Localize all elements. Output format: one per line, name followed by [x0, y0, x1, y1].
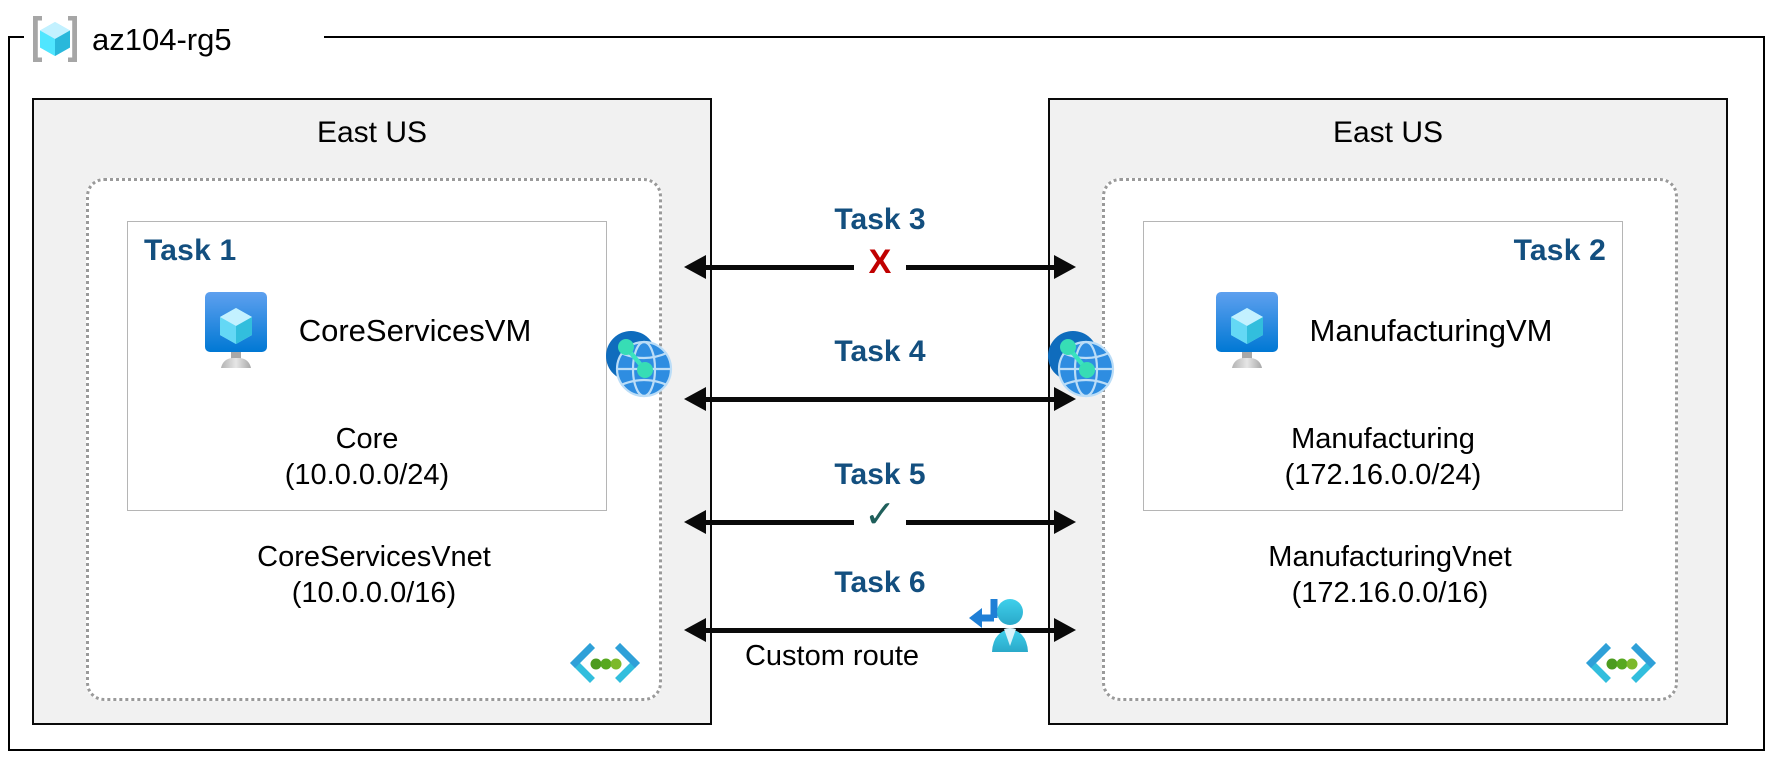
subnet-name-manufacturing: Manufacturing: [1291, 422, 1475, 455]
subnet-name-core: Core: [335, 422, 399, 455]
subnet-code-brackets-icon: [568, 640, 642, 686]
virtual-network-globe-icon: [1040, 323, 1120, 403]
subnet-cidr-manufacturing: (172.16.0.0/24): [1284, 459, 1482, 492]
arrow-head-right: [1054, 618, 1076, 642]
resource-group-name: az104-rg5: [92, 21, 232, 57]
resource-group-frame: [8, 36, 1765, 751]
vnet-name-coreservicesvnet: CoreServicesVnet: [257, 540, 491, 573]
subnet-manufacturing: Task 2 ManufacturingVM: [1143, 221, 1623, 511]
subnet-label-core: Core (10.0.0.0/24): [128, 421, 606, 494]
arrow-line-left: [704, 520, 854, 525]
arrow-line: [704, 628, 1056, 633]
region-title-left: East US: [316, 116, 428, 149]
arrow-head-left: [684, 618, 706, 642]
virtual-network-globe-icon: [598, 323, 678, 403]
connection-label-task6: Task 6: [834, 566, 926, 599]
arrow-head-right: [1054, 387, 1076, 411]
vnet-cidr-coreservicesvnet: (10.0.0.0/16): [291, 577, 457, 610]
vnet-label-manufacturingvnet: ManufacturingVnet (172.16.0.0/16): [1105, 539, 1675, 612]
vnet-label-coreservicesvnet: CoreServicesVnet (10.0.0.0/16): [89, 539, 659, 612]
vm-name-coreservicesvm: CoreServicesVM: [298, 313, 532, 348]
subnet-core: Task 1: [127, 221, 607, 511]
vm-row-manufacturingvm: ManufacturingVM: [1144, 290, 1622, 372]
arrow-head-right: [1054, 510, 1076, 534]
arrow-head-left: [684, 255, 706, 279]
virtual-machine-icon: [203, 290, 281, 372]
arrow-head-left: [684, 387, 706, 411]
arrow-line: [704, 397, 1056, 402]
subnet-cidr-core: (10.0.0.0/24): [284, 459, 450, 492]
arrow-head-left: [684, 510, 706, 534]
vm-row-coreservicesvm: CoreServicesVM: [128, 290, 606, 372]
subnet-code-brackets-icon: [1584, 640, 1658, 686]
arrow-line-left: [704, 265, 854, 270]
connection-sublabel-custom-route: Custom route: [744, 640, 920, 672]
blocked-marker-x: X: [868, 243, 892, 281]
vnet-name-manufacturingvnet: ManufacturingVnet: [1268, 540, 1512, 573]
connection-label-task5: Task 5: [834, 458, 926, 491]
custom-route-user-icon: [966, 594, 1040, 664]
region-card-right: East US Task 2: [1048, 98, 1728, 725]
resource-group-cube-icon: [28, 12, 82, 66]
virtual-machine-icon: [1214, 290, 1292, 372]
task-tag-task1: Task 1: [144, 234, 237, 267]
task-tag-task2: Task 2: [1513, 234, 1606, 267]
connection-label-task3: Task 3: [834, 203, 926, 236]
region-card-left: East US Task 1: [32, 98, 712, 725]
connection-label-task4: Task 4: [834, 335, 926, 368]
resource-group-title: az104-rg5: [28, 12, 232, 66]
vnet-coreservicesvnet: Task 1: [86, 178, 662, 701]
subnet-label-manufacturing: Manufacturing (172.16.0.0/24): [1144, 421, 1622, 494]
arrow-line-right: [906, 520, 1056, 525]
vnet-cidr-manufacturingvnet: (172.16.0.0/16): [1291, 577, 1489, 610]
vnet-manufacturingvnet: Task 2 ManufacturingVM: [1102, 178, 1678, 701]
arrow-line-right: [906, 265, 1056, 270]
region-title-right: East US: [1332, 116, 1444, 149]
allowed-marker-check: ✓: [864, 494, 896, 536]
vm-name-manufacturingvm: ManufacturingVM: [1309, 313, 1553, 348]
arrow-head-right: [1054, 255, 1076, 279]
